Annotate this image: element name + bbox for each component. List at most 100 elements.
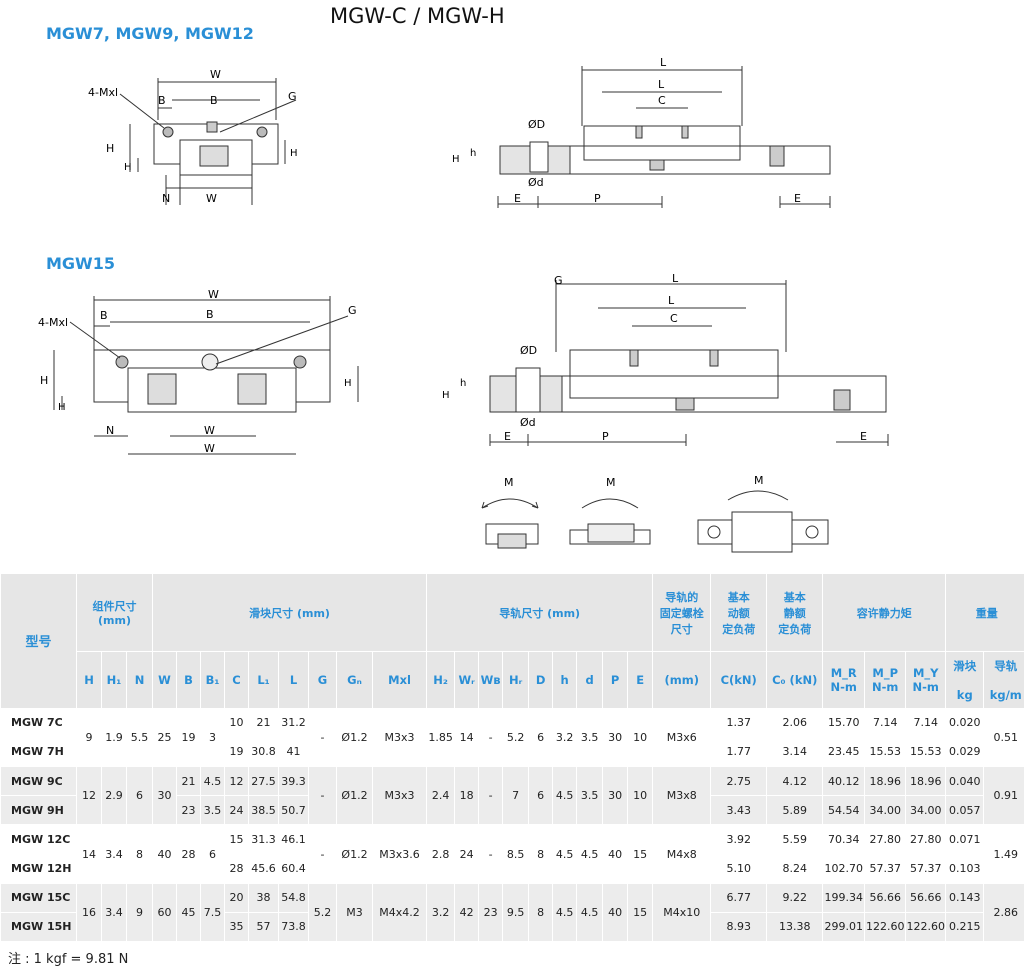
header-col: Gₙ (336, 651, 373, 709)
cell-d: 3.5 (576, 766, 604, 826)
cell-P: 40 (602, 882, 629, 943)
cell-MP: 34.00 (864, 795, 907, 826)
header-col: W (152, 651, 177, 709)
cell-MR: 15.70 (822, 707, 866, 738)
model-name: MGW 9C (0, 766, 77, 797)
cell-block-weight: 0.040 (945, 766, 985, 797)
footnote: 注 : 1 kgf = 9.81 N (8, 952, 129, 967)
cell-rail-weight: 2.86 (983, 882, 1024, 943)
cell-MP: 57.37 (864, 853, 907, 884)
label-h2: H (290, 148, 298, 159)
header-stat-unit: C₀ (kN) (766, 651, 824, 709)
header-dyn-unit: C(kN) (710, 651, 768, 709)
cell-WB: - (478, 824, 504, 884)
cell-MY: 15.53 (905, 736, 947, 768)
cell-block-weight: 0.029 (945, 736, 985, 768)
cell-C0: 4.12 (766, 766, 824, 797)
cell-H2: 2.8 (426, 824, 456, 884)
header-col: B₁ (200, 651, 225, 709)
cell-C-dyn: 1.37 (710, 707, 768, 738)
cell-L: 41 (278, 736, 309, 768)
header-dynamic-load: 基本动额定负荷 (710, 572, 768, 653)
side-view-mgw15-drawing: G L L C ØD Ød H h E P E (442, 272, 889, 446)
label-l-15: L (672, 272, 679, 285)
model-name: MGW 12C (0, 824, 77, 855)
label-b1: B (158, 94, 166, 107)
moment-diagrams: M M M (481, 474, 829, 553)
header-moment: 容许静力矩 (822, 572, 947, 653)
cell-L: 39.3 (278, 766, 309, 797)
cell-bolt: M4x8 (652, 824, 712, 884)
cell-H1: 3.4 (101, 824, 127, 884)
header-col: Wᵣ (454, 651, 480, 709)
front-view-small-drawing: 4-Mxl W B B G H H H N W (88, 68, 298, 205)
label-b: B (210, 94, 218, 107)
cell-block-weight: 0.103 (945, 853, 985, 884)
cell-C: 28 (224, 853, 249, 884)
label-w-15: W (208, 288, 219, 301)
cell-block-weight: 0.143 (945, 882, 985, 913)
cell-H: 9 (76, 707, 102, 768)
label-my: M (754, 474, 764, 487)
cell-W: 60 (152, 882, 177, 943)
cell-L: 60.4 (278, 853, 309, 884)
header-col: C (224, 651, 249, 709)
cell-C-dyn: 3.92 (710, 824, 768, 855)
label-h2-15: H (344, 378, 352, 389)
spec-table: 型号组件尺寸(mm)滑块尺寸 (mm)导轨尺寸 (mm)导轨的固定螺栓尺寸基本动… (0, 572, 1024, 943)
label-e-left: E (514, 192, 521, 205)
cell-N: 8 (126, 824, 153, 884)
label-p: P (594, 192, 601, 205)
label-wb-15: W (204, 424, 215, 437)
cell-h: 3.2 (552, 707, 578, 768)
cell-E: 10 (627, 766, 654, 826)
label-osd: Ød (528, 176, 544, 189)
cell-block-weight: 0.215 (945, 911, 985, 943)
header-col: L₁ (248, 651, 279, 709)
section-title-small: MGW7, MGW9, MGW12 (46, 24, 254, 43)
cell-MR: 70.34 (822, 824, 866, 855)
label-b-15: B (206, 308, 214, 321)
cell-HR: 7 (502, 766, 530, 826)
cell-MR: 102.70 (822, 853, 866, 884)
cell-C0: 8.24 (766, 853, 824, 884)
cell-C: 20 (224, 882, 249, 913)
cell-C: 24 (224, 795, 249, 826)
cell-B1: 4.5 (200, 766, 225, 797)
cell-D: 8 (528, 824, 554, 884)
cell-H2: 1.85 (426, 707, 456, 768)
cell-H: 14 (76, 824, 102, 884)
front-view-mgw15-drawing: 4-Mxl W B B G H H H N W W (38, 288, 359, 455)
header-static-load: 基本静额定负荷 (766, 572, 824, 653)
cell-MP: 27.80 (864, 824, 907, 855)
cell-W: 30 (152, 766, 177, 826)
cell-C-dyn: 1.77 (710, 736, 768, 768)
cell-L: 46.1 (278, 824, 309, 855)
page-title: MGW-C / MGW-H (330, 4, 505, 28)
cell-Gn: Ø1.2 (336, 824, 373, 884)
cell-L1: 27.5 (248, 766, 279, 797)
cell-h: 4.5 (552, 882, 578, 943)
label-g-15: G (554, 274, 563, 287)
header-col: L (278, 651, 309, 709)
header-col: d (576, 651, 604, 709)
cell-C: 12 (224, 766, 249, 797)
cell-L: 54.8 (278, 882, 309, 913)
label-osd-15: Ød (520, 416, 536, 429)
cell-Mxl: M3x3 (371, 707, 428, 768)
cell-C0: 9.22 (766, 882, 824, 913)
header-block: 滑块尺寸 (mm) (151, 572, 428, 653)
header-col: Mxl (371, 651, 428, 709)
cell-Mxl: M3x3.6 (371, 824, 428, 884)
cell-H2: 2.4 (426, 766, 456, 826)
label-hh-15: h (460, 378, 466, 389)
cell-bolt: M3x6 (652, 707, 712, 768)
